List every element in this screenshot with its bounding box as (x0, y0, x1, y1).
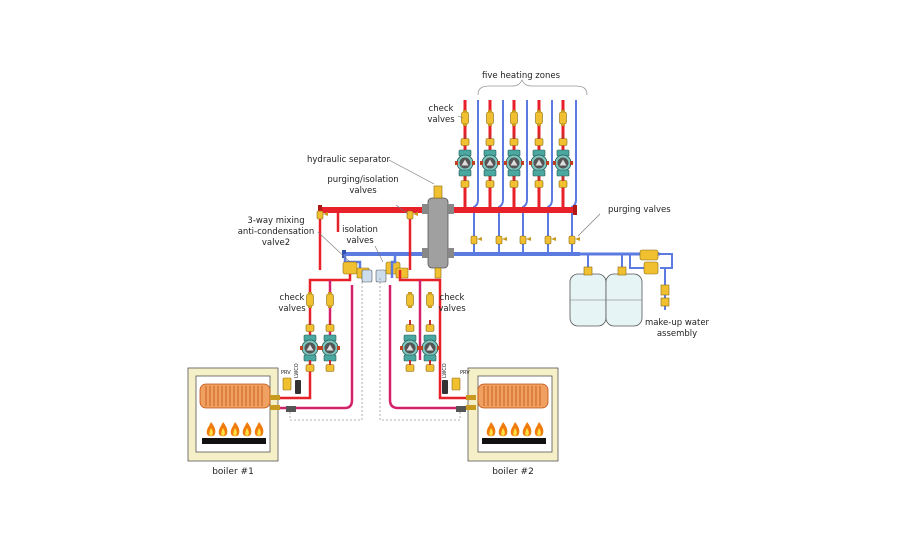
isolation-valves-label: isolation valves (342, 225, 378, 246)
hydraulic-separator-label: hydraulic separator (307, 155, 391, 165)
check-valves-left-line2: valves (278, 304, 306, 314)
lwco-2-tag: LWCO (442, 363, 448, 378)
boiler-2-heat-exchanger (477, 383, 549, 409)
boiler-1-label: boiler #1 (212, 467, 254, 477)
boiler-1 (187, 367, 280, 462)
expansion-tank-1 (569, 266, 607, 327)
boiler2-return-blue (390, 254, 397, 278)
check-valves-left-line1: check (280, 293, 305, 303)
boiler2-dashed-sensor (379, 278, 461, 421)
boiler-1-burners (202, 422, 266, 444)
zones-bracket (477, 79, 588, 96)
boiler1-dashed-sensor (289, 278, 363, 421)
check-valves-top-line1: check (429, 104, 454, 114)
boiler2-valves (399, 210, 466, 412)
zone-purging-valves (470, 235, 581, 245)
zones-label: five heating zones (482, 71, 561, 81)
check-valves-top-line2: valves (427, 115, 455, 125)
boiler-2-label: boiler #2 (492, 467, 534, 477)
mixing-valve-line2: anti-condensation (238, 227, 315, 237)
zone-return-pipes (473, 100, 577, 254)
leader-lines (317, 115, 601, 263)
boiler-1-heat-exchanger (199, 383, 271, 409)
makeup-water-assembly (639, 249, 670, 307)
isolation-valves-line1: isolation (342, 225, 378, 235)
prv-1-tag: PRV (281, 370, 291, 376)
makeup-water-label: make-up water assembly (645, 318, 710, 339)
makeup-water-line1: make-up water (645, 318, 710, 328)
purging-valves-label: purging valves (608, 205, 671, 215)
boiler-2-burners (482, 422, 546, 444)
mixing-valve-line1: 3-way mixing (247, 216, 304, 226)
mixing-valve-label: 3-way mixing anti-condensation valve2 (238, 216, 315, 248)
isolation-valves-line2: valves (346, 236, 374, 246)
prv-2-tag: PRV (460, 370, 470, 376)
lwco-1-tag: LWCO (294, 363, 300, 378)
zone-circulators (454, 149, 574, 177)
boiler-2 (466, 367, 559, 462)
hydraulic-separator (422, 185, 454, 279)
check-valves-right-line1: check (440, 293, 465, 303)
boiler1-supply-pipes (280, 210, 352, 400)
expansion-tank-2 (605, 266, 643, 327)
check-valves-top-label: check valves (427, 104, 455, 125)
purging-isolation-label: purging/isolation valves (327, 175, 398, 196)
center-isolation-valves (361, 261, 409, 283)
check-valves-right-line2: valves (438, 304, 466, 314)
check-valves-left-label: check valves (278, 293, 306, 314)
makeup-water-line2: assembly (657, 329, 697, 339)
boiler2-supply-pipes (398, 210, 470, 400)
purging-isolation-line2: valves (349, 186, 377, 196)
return-header (342, 250, 660, 258)
mixing-valve-line3: valve2 (262, 238, 290, 248)
check-valves-right-label: check valves (438, 293, 466, 314)
purging-isolation-line1: purging/isolation (327, 175, 398, 185)
